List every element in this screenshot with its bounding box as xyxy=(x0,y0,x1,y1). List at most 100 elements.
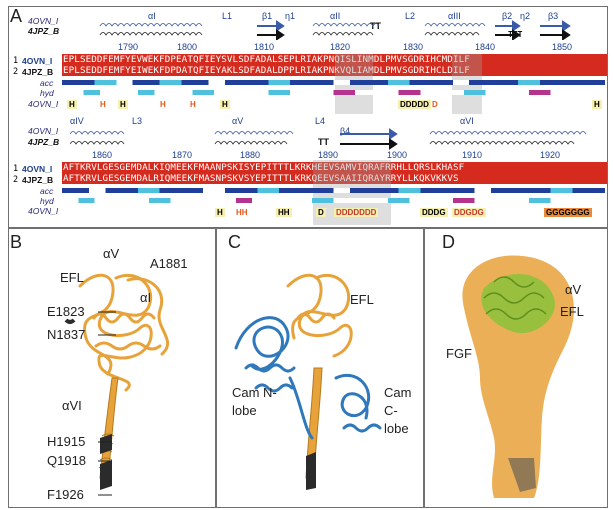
sequence-row: AFTKRVLGESGEMDALRIQMEEKFMASNPSKVSYEPITTT… xyxy=(62,173,607,184)
residue-number: 1910 xyxy=(462,150,483,160)
ttt-mark: TTT xyxy=(508,30,523,39)
site-mark: DDDDDDD xyxy=(334,208,379,217)
protein-ribbon-b xyxy=(64,273,170,490)
label-alpha-v: αV xyxy=(103,246,120,261)
panel-d-frame xyxy=(424,228,608,508)
panel-b-label: B xyxy=(10,232,23,252)
ss-label: η1 xyxy=(285,11,296,21)
ss-label: TT xyxy=(370,21,381,31)
site-mark: H xyxy=(100,100,106,109)
label-fgf: FGF xyxy=(446,346,472,361)
row-index: 2 xyxy=(13,67,19,77)
label-cam-n-lobe: Cam N-lobe xyxy=(232,385,277,418)
ss-label: η2 xyxy=(520,11,531,21)
secondary-structure-bottom xyxy=(70,128,587,150)
ss-label: αVI xyxy=(460,116,474,126)
row-index: 1 xyxy=(13,56,19,66)
ss-label: β4 xyxy=(340,126,351,136)
residue-number: 1850 xyxy=(552,42,573,52)
acc-track xyxy=(62,80,605,85)
label-q1918: Q1918 xyxy=(47,453,87,468)
residue-number: 1820 xyxy=(330,42,351,52)
ss-label: β1 xyxy=(262,11,273,21)
track-label-acc: acc xyxy=(40,186,54,196)
site-mark: H xyxy=(220,100,230,109)
track-label-site: 4OVN_I xyxy=(28,99,59,109)
ss-label: αII xyxy=(330,11,341,21)
site-mark: HH xyxy=(236,208,248,217)
site-mark: H xyxy=(215,208,225,217)
ss-label: αI xyxy=(148,11,156,21)
row-index: 2 xyxy=(13,175,19,185)
site-mark: HH xyxy=(276,208,292,217)
seq-name-4jpz-bottom: 4JPZ_B xyxy=(28,137,60,147)
label-cam-c-lobe: Cam C-lobe xyxy=(384,385,412,436)
site-mark: D xyxy=(432,100,438,109)
ss-label: β2 xyxy=(502,11,513,21)
residue-number: 1920 xyxy=(540,150,561,160)
label-n1837: N1837 xyxy=(47,327,86,342)
residue-number: 1790 xyxy=(118,42,139,52)
residue-number: 1900 xyxy=(387,150,408,160)
leader-lines-b xyxy=(98,311,116,496)
row-index: 1 xyxy=(13,164,19,174)
panel-c-label: C xyxy=(228,232,241,252)
site-mark: DDGDG xyxy=(452,208,486,217)
row-name: 4JPZ_B xyxy=(22,175,54,185)
seq-name-4ovn-bottom: 4OVN_I xyxy=(28,126,59,136)
sequence-row: EPLSEDDFEMFYEIWEKFDPDATQFIEYAKLSDFADALDP… xyxy=(62,65,607,76)
ss-label: L4 xyxy=(315,116,326,126)
acc-track xyxy=(62,188,605,193)
site-mark: D xyxy=(316,208,326,217)
label-efl-c: EFL xyxy=(350,292,374,307)
site-mark: H xyxy=(67,100,77,109)
ss-label: TT xyxy=(318,137,329,147)
residue-number: 1830 xyxy=(403,42,424,52)
residue-number: 1870 xyxy=(172,150,193,160)
track-label-site: 4OVN_I xyxy=(28,206,59,216)
panel-a-frame xyxy=(8,6,608,228)
hyd-track xyxy=(62,90,605,95)
seq-name-4jpz-top: 4JPZ_B xyxy=(28,26,60,36)
residue-number: 1890 xyxy=(318,150,339,160)
residue-number: 1800 xyxy=(177,42,198,52)
label-efl-d: EFL xyxy=(560,304,584,319)
protein-surface-d xyxy=(462,255,574,498)
ss-label: β3 xyxy=(548,11,559,21)
track-label-hyd: hyd xyxy=(40,196,54,206)
residue-number: 1860 xyxy=(92,150,113,160)
sequence-row: AFTKRVLGESGEMDALKIQMEEKFMAANPSKISYEPITTT… xyxy=(62,162,607,173)
label-alpha-vi: αVI xyxy=(62,398,82,413)
residue-number: 1810 xyxy=(254,42,275,52)
secondary-structure-top xyxy=(99,20,571,40)
track-label-hyd: hyd xyxy=(40,88,54,98)
panel-a-label: A xyxy=(10,6,23,26)
label-f1926: F1926 xyxy=(47,487,84,502)
residue-number: 1840 xyxy=(475,42,496,52)
panel-b-frame xyxy=(8,228,216,508)
site-mark: H xyxy=(592,100,602,109)
row-name: 4OVN_I xyxy=(22,56,53,66)
label-h1915: H1915 xyxy=(47,434,86,449)
label-alpha-v-d: αV xyxy=(565,282,582,297)
hyd-track xyxy=(62,198,605,203)
ss-label: L2 xyxy=(405,11,416,21)
label-alpha-i: αI xyxy=(140,290,152,305)
row-name: 4JPZ_B xyxy=(22,67,54,77)
site-mark: H xyxy=(190,100,196,109)
label-e1823: E1823 xyxy=(47,304,85,319)
protein-complex-c xyxy=(234,273,382,490)
panel-c-frame xyxy=(216,228,424,508)
site-mark: DDDG xyxy=(420,208,448,217)
ss-label: αIII xyxy=(448,11,461,21)
label-efl: EFL xyxy=(60,270,84,285)
site-mark: H xyxy=(118,100,128,109)
site-mark: DDDDD xyxy=(398,100,431,109)
sequence-row: EPLSEDDFEMFYEVWEKFDPEATQFIEYSVLSDFADALSE… xyxy=(62,54,607,65)
track-label-acc: acc xyxy=(40,78,54,88)
ss-label: αV xyxy=(232,116,244,126)
ss-label: αIV xyxy=(70,116,84,126)
row-name: 4OVN_I xyxy=(22,164,53,174)
panel-d-label: D xyxy=(442,232,455,252)
seq-name-4ovn-top: 4OVN_I xyxy=(28,16,59,26)
